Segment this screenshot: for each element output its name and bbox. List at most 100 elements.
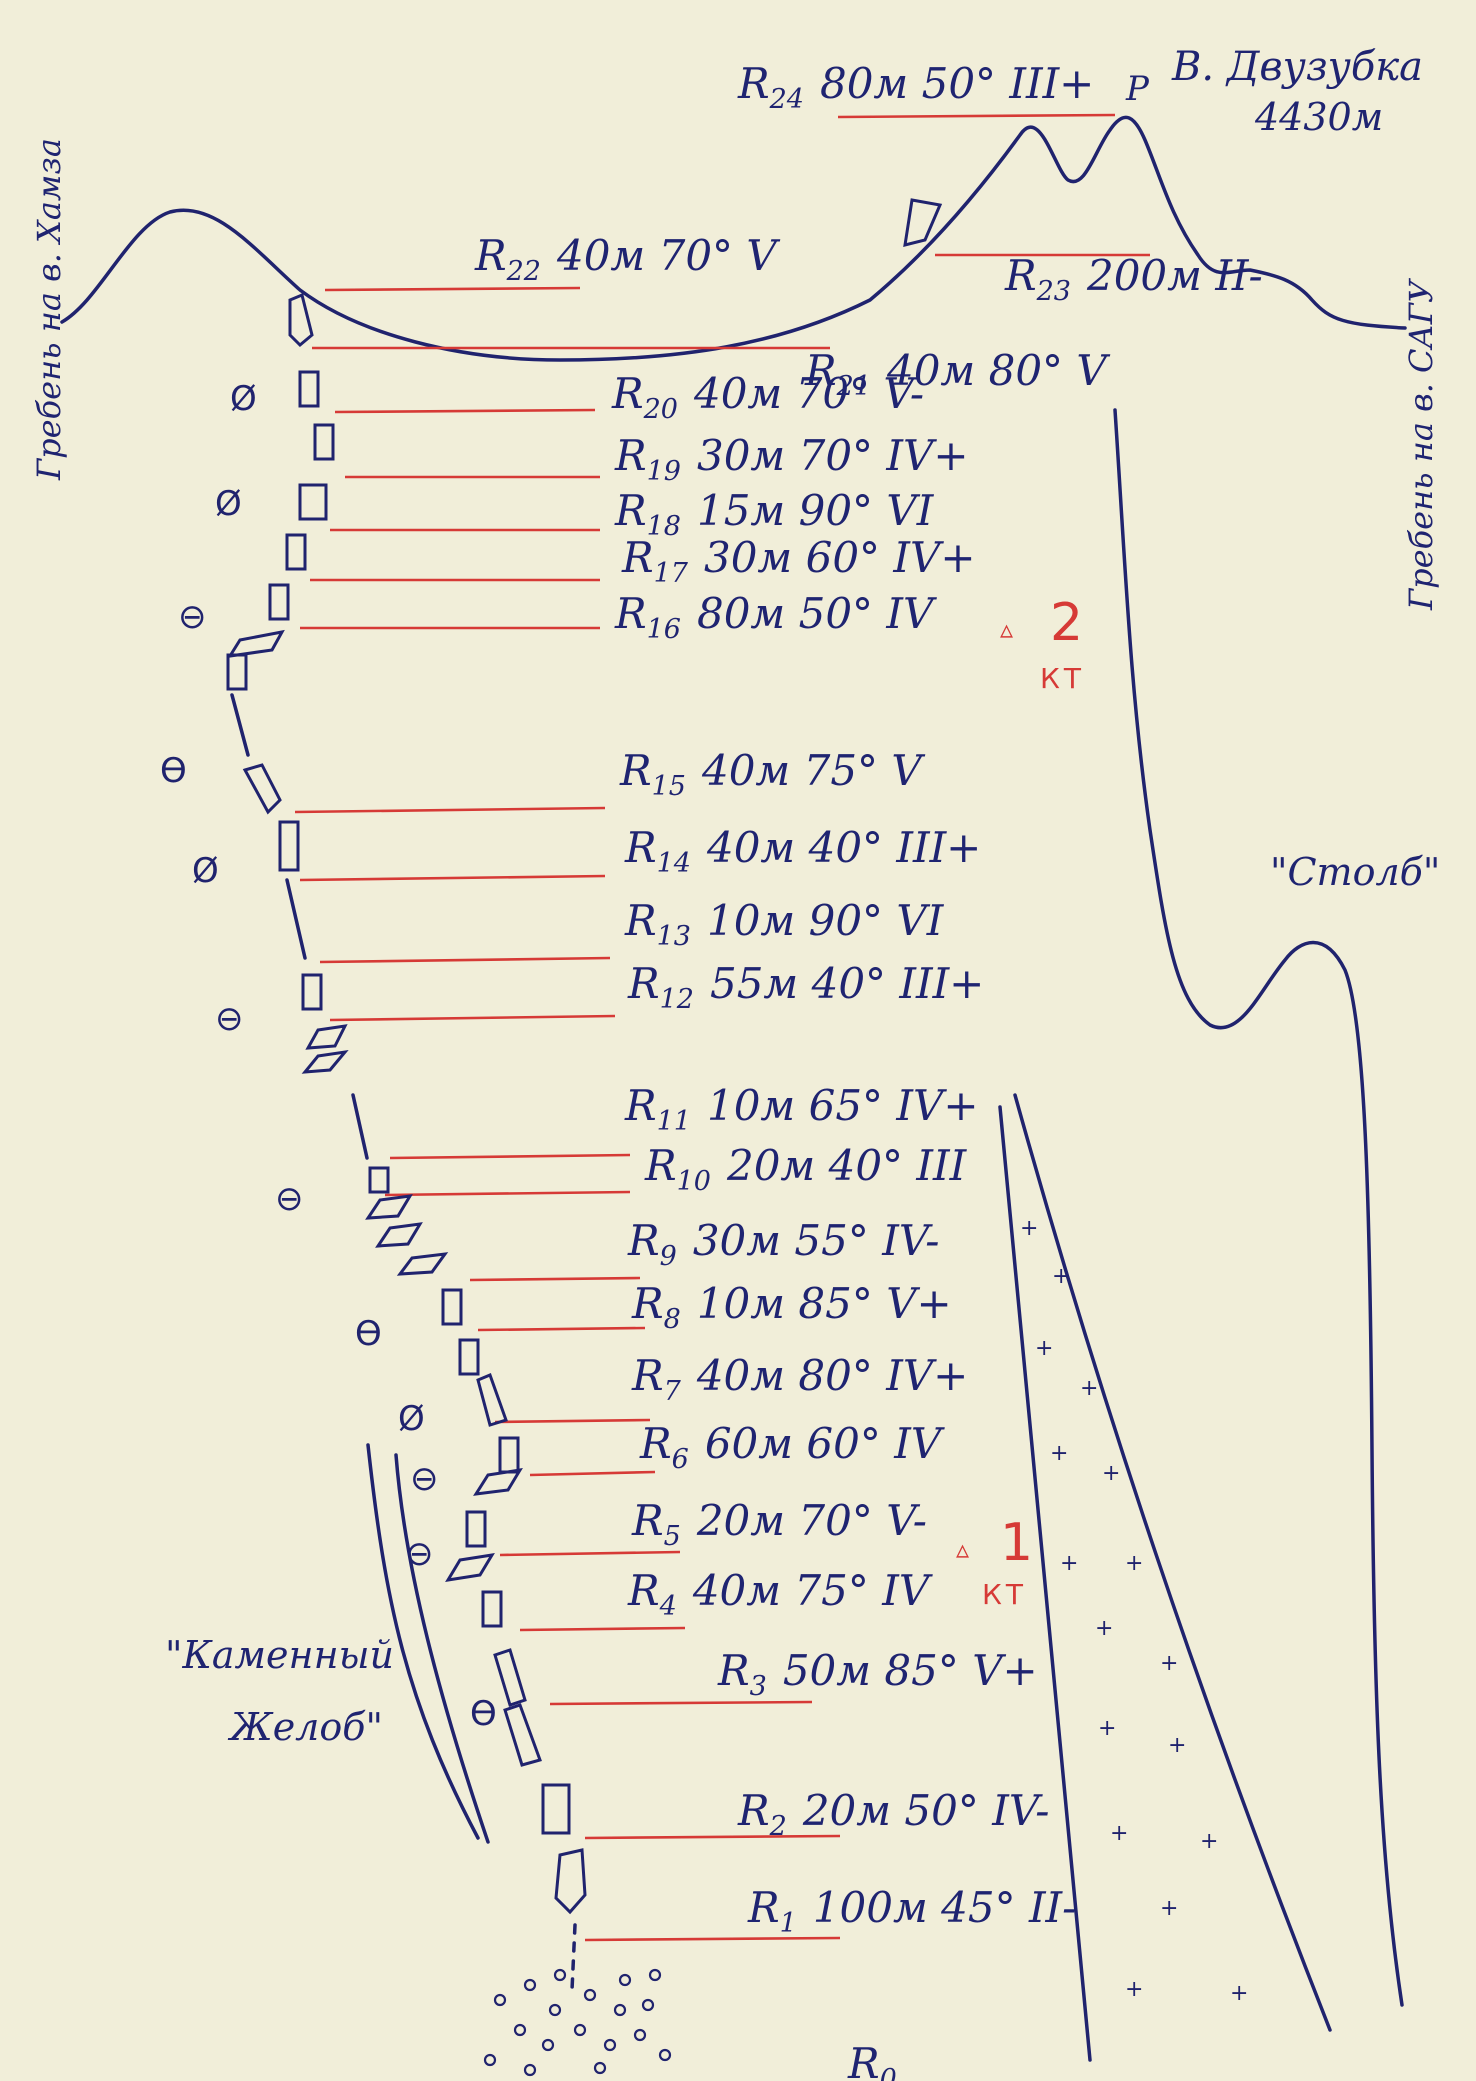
symbol-bivouac: ⊖ <box>410 1459 439 1499</box>
route-mark <box>242 763 282 815</box>
svg-text:КТ: КТ <box>1040 662 1085 695</box>
symbol-piton: ϴ <box>160 751 187 791</box>
ridge-profile-line <box>60 115 1407 362</box>
route-mark <box>503 1703 542 1767</box>
route-mark <box>493 1648 527 1707</box>
route-mark <box>476 1373 508 1427</box>
svg-text:+: + <box>1052 1264 1070 1289</box>
route-mark <box>313 423 335 461</box>
slab-crosses: ++ ++ ++ ++ ++ ++ ++ ++ + <box>1020 1216 1248 2006</box>
svg-text:+: + <box>1200 1829 1218 1854</box>
peak-marker: Р <box>1125 69 1150 109</box>
svg-text:+: + <box>1160 1896 1178 1921</box>
route-mark <box>278 820 300 872</box>
pillar-outline <box>1113 408 1404 2007</box>
route-mark <box>481 1590 503 1628</box>
svg-text:+: + <box>1060 1551 1078 1576</box>
svg-text:+: + <box>1020 1216 1038 1241</box>
slab-left-line <box>998 1105 1092 2062</box>
route-mark <box>301 973 323 1011</box>
scree-dots <box>483 1968 672 2077</box>
svg-text:1: 1 <box>1000 1513 1033 1573</box>
svg-text:+: + <box>1168 1733 1186 1758</box>
route-mark <box>375 1222 423 1248</box>
route-mark <box>570 1923 577 1992</box>
peak-altitude: 4430м <box>1254 95 1383 139</box>
pitch-separator-lines <box>294 113 1150 1942</box>
svg-text:+: + <box>1102 1461 1120 1486</box>
right-ridge-label: Гребень на в. САГУ <box>1402 277 1440 611</box>
symbol-bivouac: ⊖ <box>215 999 244 1039</box>
belay-symbols: Ø Ø ⊖ ϴ Ø ⊖ ⊖ ϴ Ø ⊖ ⊖ ϴ <box>160 379 497 1734</box>
symbol-piton: ϴ <box>355 1314 382 1354</box>
route-mark <box>298 370 320 408</box>
route-mark <box>301 1049 349 1074</box>
symbol-bivouac: ⊖ <box>275 1179 304 1219</box>
route-mark <box>541 1783 571 1835</box>
route-mark <box>396 1252 449 1276</box>
symbol-bolt: Ø <box>215 484 242 524</box>
route-mark <box>305 1024 348 1050</box>
checkpoint-1: ▵ 1 КТ <box>956 1513 1033 1611</box>
svg-text:+: + <box>1125 1551 1143 1576</box>
symbol-bolt: Ø <box>398 1399 425 1439</box>
svg-text:2: 2 <box>1050 593 1083 653</box>
svg-text:+: + <box>1110 1821 1128 1846</box>
route-mark <box>226 653 248 691</box>
route-mark <box>351 1093 369 1160</box>
gully-label-line1: "Каменный <box>165 1633 394 1677</box>
route-mark <box>285 878 307 960</box>
symbol-bolt: Ø <box>230 379 257 419</box>
gully-right-line <box>394 1453 490 1844</box>
route-mark <box>445 1553 495 1582</box>
route-mark <box>465 1510 487 1548</box>
svg-text:+: + <box>1035 1336 1053 1361</box>
route-mark <box>285 533 307 571</box>
svg-text:▵: ▵ <box>956 1535 969 1565</box>
svg-text:+: + <box>1050 1441 1068 1466</box>
route-mark <box>288 292 314 348</box>
pitch-label-r0: R0 <box>847 2039 897 2081</box>
route-mark <box>227 629 285 658</box>
svg-text:+: + <box>1160 1651 1178 1676</box>
symbol-piton: ϴ <box>470 1694 497 1734</box>
pillar-label: "Столб" <box>1270 850 1440 894</box>
route-marks <box>226 198 943 1992</box>
symbol-bolt: Ø <box>192 851 219 891</box>
left-ridge-label: Гребень на в. Хамза <box>30 138 68 481</box>
symbol-bivouac: ⊖ <box>405 1534 434 1574</box>
gully-label-line2: Желоб" <box>227 1705 383 1749</box>
route-mark <box>458 1338 480 1376</box>
gully-left-line <box>366 1443 480 1840</box>
svg-text:+: + <box>1095 1616 1113 1641</box>
svg-text:+: + <box>1080 1376 1098 1401</box>
peak-name: В. Двузубка <box>1171 44 1423 90</box>
route-mark <box>298 483 328 521</box>
slab-right-line <box>1013 1093 1332 2032</box>
route-mark <box>498 1436 520 1474</box>
route-mark <box>365 1194 413 1220</box>
route-mark <box>368 1166 390 1194</box>
svg-text:+: + <box>1230 1981 1248 2006</box>
